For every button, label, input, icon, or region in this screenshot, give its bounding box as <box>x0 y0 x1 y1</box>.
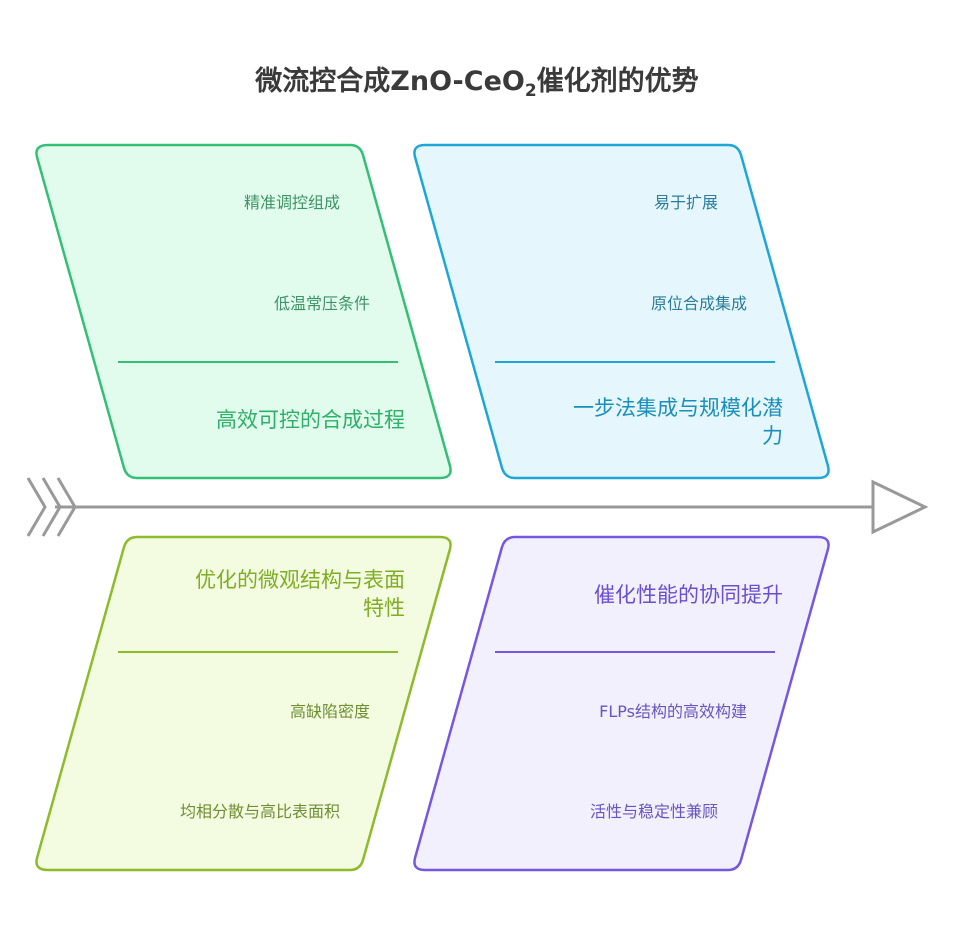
box-item: 精准调控组成 <box>244 193 340 212</box>
box-item: 均相分散与高比表面积 <box>180 802 340 821</box>
tail-chevron <box>26 477 47 537</box>
box-item: 原位合成集成 <box>651 294 747 313</box>
box-structure: 优化的微观结构与表面 特性 高缺陷密度 均相分散与高比表面积 <box>35 535 452 872</box>
box-shape <box>35 535 452 872</box>
box-item: 高缺陷密度 <box>290 702 370 721</box>
box-item: 易于扩展 <box>654 193 718 212</box>
box-item: FLPs结构的高效构建 <box>599 702 747 721</box>
diagram-title: 微流控合成ZnO-CeO2催化剂的优势 <box>254 65 698 101</box>
box-item: 活性与稳定性兼顾 <box>590 802 718 821</box>
arrow-head-icon <box>871 479 929 535</box>
box-process: 精准调控组成 低温常压条件 高效可控的合成过程 <box>35 143 452 480</box>
tail-chevron <box>41 477 62 537</box>
box-heading: 优化的微观结构与表面 <box>195 568 405 592</box>
box-heading: 特性 <box>363 596 405 620</box>
box-heading: 催化性能的协同提升 <box>594 583 783 607</box>
box-heading: 力 <box>762 424 783 448</box>
tail-chevron <box>56 477 77 537</box>
box-item: 低温常压条件 <box>274 294 370 313</box>
fishbone-spine <box>26 477 929 537</box>
box-performance: 催化性能的协同提升 FLPs结构的高效构建 活性与稳定性兼顾 <box>413 535 830 872</box>
box-shape <box>413 143 830 480</box>
box-integration: 易于扩展 原位合成集成 一步法集成与规模化潜 力 <box>413 143 830 480</box>
box-shape <box>413 535 830 872</box>
box-heading: 高效可控的合成过程 <box>216 408 405 432</box>
box-shape <box>35 143 452 480</box>
box-heading: 一步法集成与规模化潜 <box>573 396 783 420</box>
